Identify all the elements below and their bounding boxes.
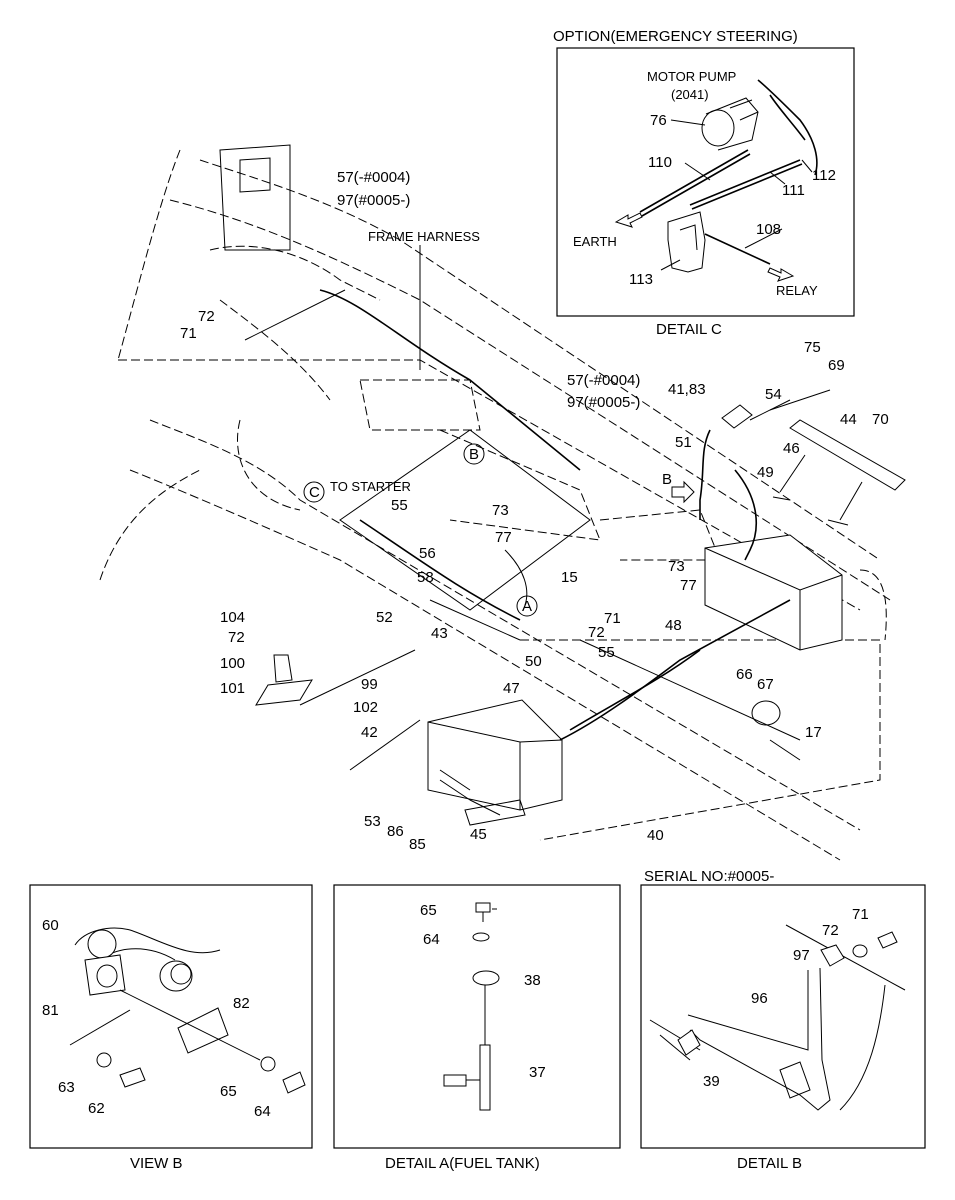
part-56: 56: [419, 545, 436, 562]
part-99: 99: [361, 676, 378, 693]
part-72-a: 72: [198, 308, 215, 325]
part-77-b: 77: [680, 577, 697, 594]
part-69: 69: [828, 357, 845, 374]
part-110: 110: [648, 154, 672, 171]
range-97-mid: 97(#0005-): [567, 394, 640, 411]
part-82: 82: [233, 995, 250, 1012]
part-71-a: 71: [180, 325, 197, 342]
marker-circles: [303, 443, 538, 617]
part-44: 44: [840, 411, 857, 428]
part-112: 112: [812, 167, 836, 184]
part-67: 67: [757, 676, 774, 693]
view-b-frame: [29, 884, 313, 1149]
marker-b: B: [469, 446, 479, 463]
detail-c-frame: [556, 47, 855, 317]
to-starter-label: TO STARTER: [330, 479, 411, 494]
part-49: 49: [757, 464, 774, 481]
option-header: OPTION(EMERGENCY STEERING): [553, 28, 798, 45]
part-75: 75: [804, 339, 821, 356]
part-60: 60: [42, 917, 59, 934]
part-85: 85: [409, 836, 426, 853]
part-96: 96: [751, 990, 768, 1007]
part-62: 62: [88, 1100, 105, 1117]
detail-b-frame: [640, 884, 926, 1149]
serial-header: SERIAL NO:#0005-: [644, 868, 774, 885]
part-55-b: 55: [598, 644, 615, 661]
part-66: 66: [736, 666, 753, 683]
main-assembly-drawing: [99, 144, 906, 861]
part-71-c: 71: [852, 906, 869, 923]
part-51: 51: [675, 434, 692, 451]
part-39: 39: [703, 1073, 720, 1090]
earth-label: EARTH: [573, 234, 617, 249]
part-50: 50: [525, 653, 542, 670]
part-72-c: 72: [228, 629, 245, 646]
part-113: 113: [629, 271, 653, 288]
part-38: 38: [524, 972, 541, 989]
part-71-b: 71: [604, 610, 621, 627]
detail-a-drawing: [443, 902, 500, 1111]
part-64-a: 64: [423, 931, 440, 948]
part-76: 76: [650, 112, 667, 129]
part-40: 40: [647, 827, 664, 844]
part-54: 54: [765, 386, 782, 403]
marker-a: A: [522, 598, 532, 615]
detail-b-drawing: [649, 924, 906, 1111]
part-73-b: 73: [668, 558, 685, 575]
relay-label: RELAY: [776, 283, 818, 298]
detail-a-frame: [333, 884, 621, 1149]
detail-a-caption: DETAIL A(FUEL TANK): [385, 1155, 540, 1172]
part-100: 100: [220, 655, 245, 672]
part-47: 47: [503, 680, 520, 697]
part-97: 97: [793, 947, 810, 964]
part-52: 52: [376, 609, 393, 626]
part-104: 104: [220, 609, 245, 626]
detail-b-caption: DETAIL B: [737, 1155, 802, 1172]
part-81: 81: [42, 1002, 59, 1019]
range-57-mid: 57(-#0004): [567, 372, 640, 389]
part-46: 46: [783, 440, 800, 457]
part-64-b: 64: [254, 1103, 271, 1120]
part-108: 108: [756, 221, 781, 238]
part-102: 102: [353, 699, 378, 716]
view-b-drawing: [69, 927, 306, 1094]
motor-pump-code: (2041): [671, 87, 709, 102]
part-53: 53: [364, 813, 381, 830]
motor-pump-label: MOTOR PUMP: [647, 69, 736, 84]
range-97-top: 97(#0005-): [337, 192, 410, 209]
frame-harness-label: FRAME HARNESS: [368, 229, 480, 244]
part-70: 70: [872, 411, 889, 428]
part-72-d: 72: [822, 922, 839, 939]
part-65-a: 65: [420, 902, 437, 919]
marker-c: C: [309, 484, 320, 501]
part-73-a: 73: [492, 502, 509, 519]
detail-c-drawing: [614, 79, 818, 282]
arrow-b-label: B: [662, 471, 672, 488]
detail-c-caption: DETAIL C: [656, 321, 722, 338]
part-86: 86: [387, 823, 404, 840]
part-15: 15: [561, 569, 578, 586]
part-43: 43: [431, 625, 448, 642]
part-42: 42: [361, 724, 378, 741]
part-111: 111: [782, 182, 805, 199]
part-72-b: 72: [588, 624, 605, 641]
part-65-b: 65: [220, 1083, 237, 1100]
part-101: 101: [220, 680, 245, 697]
part-48: 48: [665, 617, 682, 634]
part-17: 17: [805, 724, 822, 741]
view-b-caption: VIEW B: [130, 1155, 183, 1172]
part-55-a: 55: [391, 497, 408, 514]
part-58: 58: [417, 569, 434, 586]
part-77-a: 77: [495, 529, 512, 546]
part-37: 37: [529, 1064, 546, 1081]
range-57-top: 57(-#0004): [337, 169, 410, 186]
part-63: 63: [58, 1079, 75, 1096]
part-45: 45: [470, 826, 487, 843]
part-41-83: 41,83: [668, 381, 706, 398]
